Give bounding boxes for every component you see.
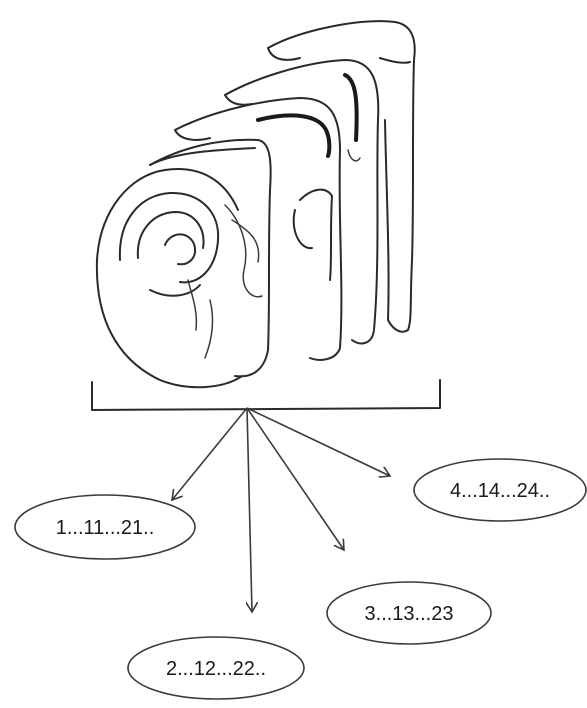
brain-section-second: [174, 97, 343, 361]
group-3-bubble: 3...13...23: [326, 581, 492, 645]
group-4-bubble: 4...14...24..: [413, 458, 587, 522]
group-2-label: 2...12...22..: [166, 658, 266, 680]
brain-section-front: [95, 138, 272, 389]
group-1-bubble: 1...11...21..: [14, 494, 196, 560]
brain-section-stack-illustration: [95, 20, 416, 389]
arrow-to-group-1: [172, 407, 248, 500]
arrow-to-group-2: [247, 407, 252, 612]
group-3-label: 3...13...23: [365, 603, 454, 625]
arrow-to-group-4: [246, 407, 390, 476]
arrow-to-group-3: [246, 407, 344, 550]
brain-section-back: [267, 20, 416, 333]
group-4-label: 4...14...24..: [450, 480, 550, 502]
brain-section-third: [224, 59, 380, 345]
group-2-bubble: 2...12...22..: [127, 636, 305, 700]
group-1-label: 1...11...21..: [56, 517, 155, 539]
grouping-bracket: [91, 379, 441, 411]
distribution-arrows: [172, 407, 390, 612]
